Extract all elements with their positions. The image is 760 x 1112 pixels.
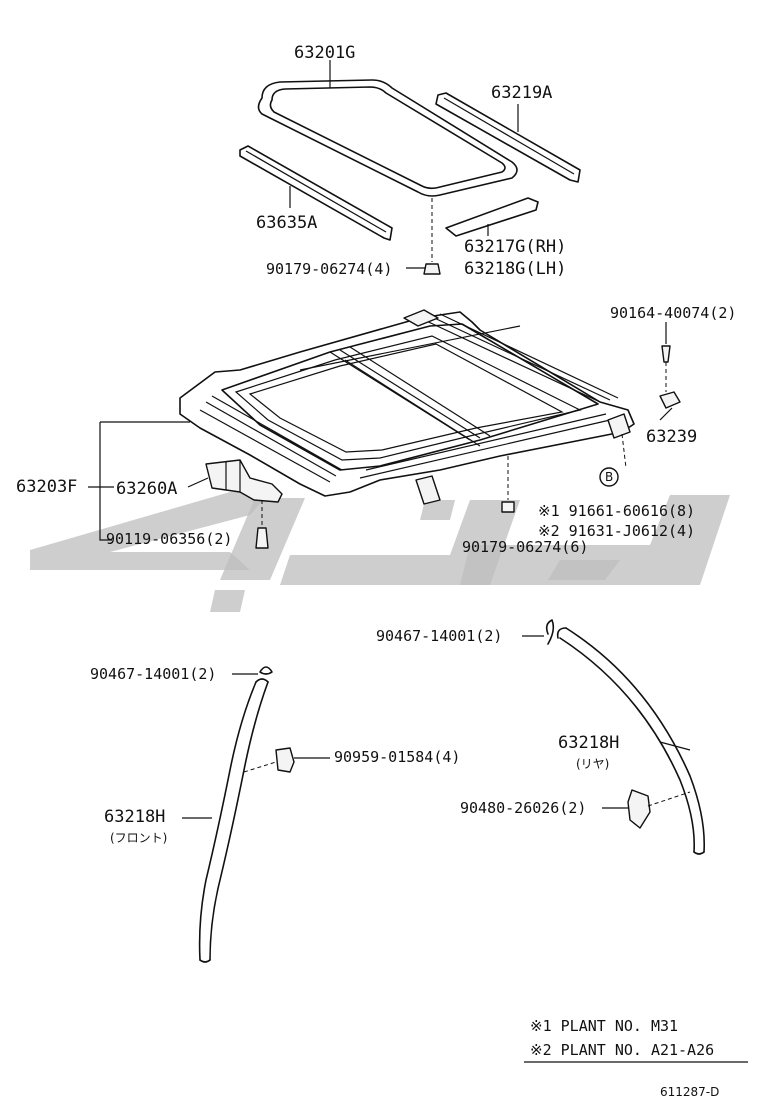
reference-circle-b-label: B [605, 470, 613, 484]
callout-rear-hose-note: (リヤ) [576, 757, 609, 771]
glass-bracket-part [445, 197, 539, 237]
callout-screw-plant2: ※2 91631-J0612(4) [538, 522, 695, 540]
clip-part [423, 263, 441, 275]
callout-clip-middle: 90179-06274(6) [462, 538, 588, 556]
bracket-part [659, 391, 681, 409]
callout-bolt: 90164-40074(2) [610, 304, 736, 322]
callout-screw-plant1: ※1 91661-60616(8) [538, 502, 695, 520]
glass-panel-part [257, 79, 518, 197]
sunroof-motor-part [205, 459, 283, 503]
figure-code: 611287-D [660, 1085, 719, 1099]
grommet-part [627, 789, 651, 829]
sunroof-housing-part [179, 309, 635, 505]
plant-note-1: ※1 PLANT NO. M31 [530, 1017, 678, 1035]
hose-clip-rear [545, 619, 555, 645]
callout-clip-top: 90179-06274(4) [266, 260, 392, 278]
callout-front-hose: 63218H [104, 807, 165, 827]
callout-hose-clip-front: 90467-14001(2) [90, 665, 216, 683]
front-drain-hose-part [198, 678, 269, 963]
screw-part [255, 527, 269, 549]
hose-clamp-part [275, 747, 295, 773]
callout-hose-clip-rear: 90467-14001(2) [376, 627, 502, 645]
callout-rear-hose: 63218H [558, 733, 619, 753]
callout-hose-clamp: 90959-01584(4) [334, 748, 460, 766]
callout-motor: 63260A [116, 479, 177, 499]
callout-bracket: 63239 [646, 427, 697, 447]
callout-grommet: 90480-26026(2) [460, 799, 586, 817]
bolt-part [661, 345, 671, 363]
callout-front-hose-note: (フロント) [110, 831, 167, 845]
plant-note-2: ※2 PLANT NO. A21-A26 [530, 1041, 714, 1059]
callout-housing: 63203F [16, 477, 77, 497]
reference-circle-b [599, 467, 619, 487]
rear-drain-hose-part [556, 627, 706, 855]
weatherstrip-part [435, 92, 581, 183]
deflector-seal-part [239, 145, 393, 241]
hose-clip-front [259, 666, 273, 675]
callout-deflector-seal: 63635A [256, 213, 317, 233]
callout-weatherstrip: 63219A [491, 83, 552, 103]
callout-bracket-lh: 63218G(LH) [464, 259, 566, 279]
callout-glass-panel: 63201G [294, 43, 355, 63]
clip-part-2 [501, 501, 515, 513]
callout-motor-screw: 90119-06356(2) [106, 530, 232, 548]
callout-bracket-rh: 63217G(RH) [464, 237, 566, 257]
